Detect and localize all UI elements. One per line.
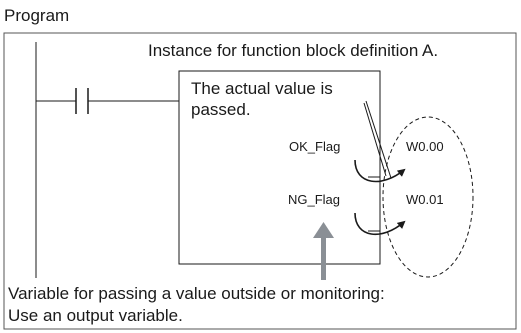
curved-arrow-ok bbox=[354, 159, 406, 183]
output-address-ok: W0.00 bbox=[406, 139, 444, 154]
caption-line-2: Use an output variable. bbox=[8, 306, 183, 325]
function-block bbox=[178, 70, 381, 265]
no-contact bbox=[36, 88, 179, 114]
up-arrow bbox=[313, 222, 334, 280]
output-variable-ok: OK_Flag bbox=[289, 139, 340, 154]
curved-arrow-ng bbox=[354, 212, 406, 236]
output-variable-ng: NG_Flag bbox=[288, 192, 340, 207]
caption-line-1: Variable for passing a value outside or … bbox=[8, 284, 385, 303]
note-line-2: passed. bbox=[191, 100, 251, 119]
note-pointer-1 bbox=[363, 102, 387, 177]
note-line-1: The actual value is bbox=[191, 79, 333, 98]
instance-label: Instance for function block definition A… bbox=[148, 41, 438, 60]
program-frame bbox=[3, 32, 517, 330]
program-title: Program bbox=[4, 6, 69, 25]
address-highlight-ellipse bbox=[382, 116, 474, 278]
output-address-ng: W0.01 bbox=[406, 192, 444, 207]
